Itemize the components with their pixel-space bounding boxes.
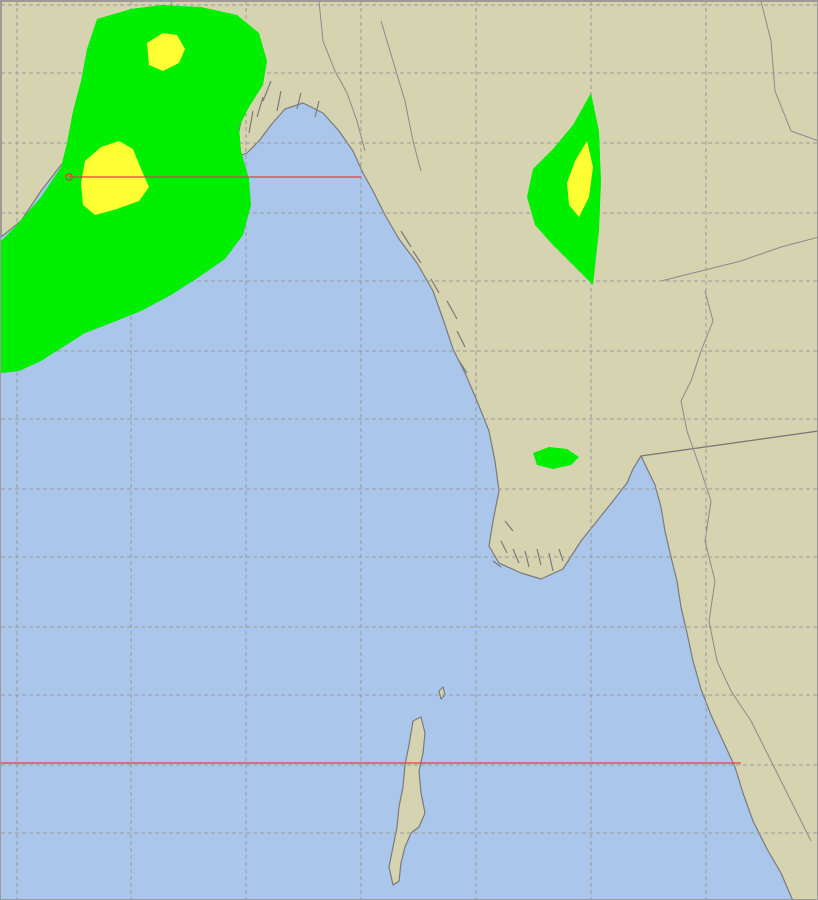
route-start-marker	[65, 173, 73, 181]
border-myanmar-thailand	[680, 1, 817, 842]
contour-region-myanmar-south	[533, 447, 579, 469]
contour-region-core-south	[81, 141, 149, 215]
contour-region-myanmar-core	[567, 141, 593, 217]
border-myanmar-laos	[660, 237, 817, 282]
rakhine-coast-marks	[400, 230, 468, 374]
border-myanmar-north	[380, 20, 422, 172]
border-bangladesh-myanmar	[318, 1, 366, 152]
delta-coast-marks	[492, 520, 564, 572]
andaman-islands	[388, 716, 426, 886]
contour-region-myanmar-north	[527, 93, 601, 285]
land-south-east	[640, 430, 817, 899]
contour-region-core-north	[147, 33, 185, 71]
